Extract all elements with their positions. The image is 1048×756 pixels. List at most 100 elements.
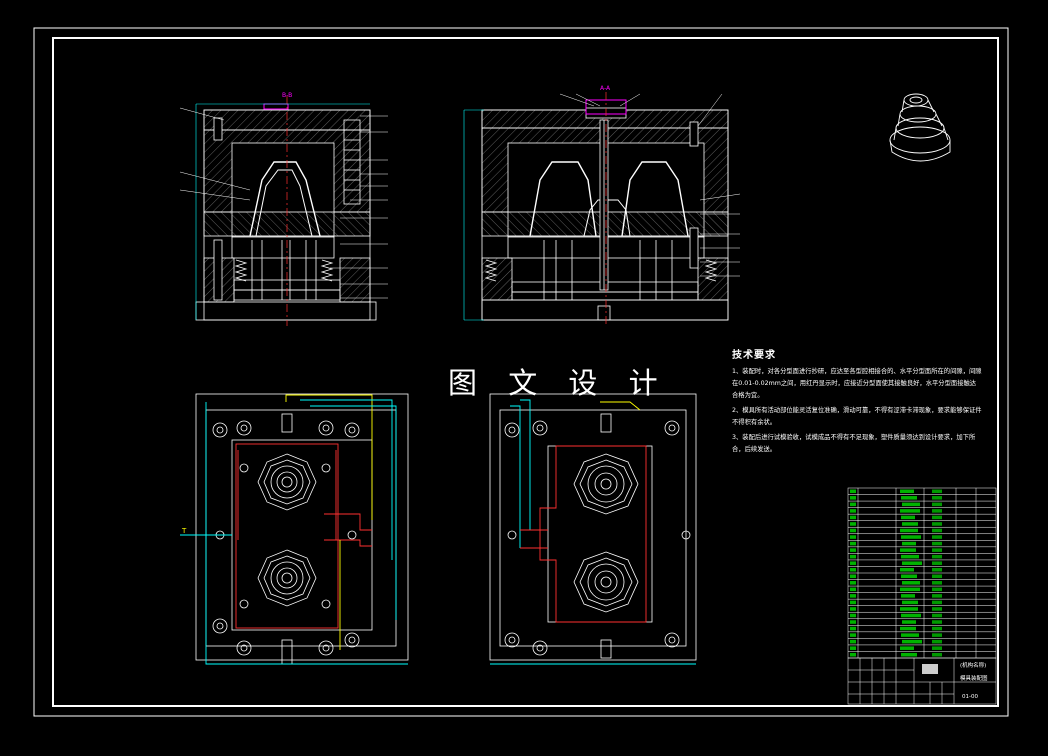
bom-material-cell — [932, 639, 942, 644]
inner-border — [52, 37, 999, 707]
bom-material-cell — [932, 561, 942, 565]
bom-name-cell — [901, 535, 921, 539]
cooling-lines-left — [180, 394, 408, 665]
bom-index-cell — [850, 626, 856, 631]
bom-name-cell — [902, 600, 918, 605]
bom-name-cell — [901, 594, 915, 598]
bom-material-cell — [932, 620, 942, 624]
bom-name-cell — [900, 528, 918, 533]
bom-index-cell — [850, 613, 856, 618]
bom-name-cell — [901, 515, 915, 520]
bom-index-cell — [850, 528, 856, 533]
technical-requirements-title: 技术要求 — [732, 350, 776, 361]
bom-material-cell — [932, 613, 942, 618]
bom-material-cell — [932, 652, 942, 657]
section-view-b-b — [195, 103, 377, 321]
bom-index-cell — [850, 652, 856, 657]
bom-material-cell — [932, 574, 942, 579]
bill-of-materials — [847, 487, 997, 659]
bom-material-cell — [932, 594, 942, 598]
title-block — [847, 657, 997, 705]
bom-index-cell — [850, 554, 856, 559]
bom-name-cell — [900, 626, 916, 631]
bom-material-cell — [932, 567, 942, 572]
bom-index-cell — [850, 541, 856, 546]
bom-index-cell — [850, 600, 856, 605]
bom-material-cell — [932, 541, 942, 546]
technical-requirements: 技术要求 1、装配时，对各分型面进行抄研，应达至各型腔相接合的、水平分型面所在的… — [732, 346, 982, 459]
bom-index-cell — [850, 515, 856, 520]
bom-index-cell — [850, 607, 856, 611]
bom-material-cell — [932, 554, 942, 559]
bom-index-cell — [850, 639, 856, 644]
bom-name-cell — [900, 489, 914, 494]
bom-material-cell — [932, 548, 942, 552]
bom-index-cell — [850, 535, 856, 539]
bom-material-cell — [932, 489, 942, 494]
bom-name-cell — [902, 639, 922, 644]
bom-name-cell — [902, 581, 920, 585]
title-block-drawing-name: 模具装配图 — [960, 674, 988, 682]
bom-name-cell — [902, 522, 918, 526]
technical-requirement-item: 1、装配时，对各分型面进行抄研，应达至各型腔相接合的、水平分型面所在的间隙，间隙… — [732, 368, 982, 399]
bom-material-cell — [932, 502, 942, 507]
bom-material-cell — [932, 509, 942, 513]
bom-material-cell — [932, 535, 942, 539]
technical-requirement-item: 3、装配后进行试模验收，试模成品不得有不足现象，塑件质量须达到设计要求，加下所合… — [732, 434, 976, 453]
outer-border — [33, 27, 1009, 717]
bom-index-cell — [850, 581, 856, 585]
bom-index-cell — [850, 489, 856, 494]
section-view-a-a — [481, 107, 729, 321]
bom-name-cell — [901, 613, 921, 618]
bom-name-cell — [900, 548, 916, 552]
bom-material-cell — [932, 581, 942, 585]
bom-name-cell — [901, 574, 917, 579]
bom-index-cell — [850, 646, 856, 650]
bom-name-cell — [902, 502, 920, 507]
bom-name-cell — [900, 646, 914, 650]
callouts-b — [179, 107, 388, 299]
cooling-lines-right — [490, 399, 696, 665]
bom-index-cell — [850, 567, 856, 572]
bom-name-cell — [901, 652, 917, 657]
bom-index-cell — [850, 620, 856, 624]
callouts-a — [559, 93, 741, 277]
bom-name-cell — [902, 541, 916, 546]
bom-index-cell — [850, 561, 856, 565]
bom-index-cell — [850, 522, 856, 526]
watermark-text: 图 文 设 计 — [448, 366, 669, 400]
technical-requirement-item: 2、模具所有活动部位能灵活复位准确，滑动可靠，不得有涩滞卡滞现象，要求能够保证件… — [732, 407, 982, 426]
bom-material-cell — [932, 587, 942, 592]
bom-index-cell — [850, 587, 856, 592]
bom-index-cell — [850, 594, 856, 598]
plan-view-fixed-half — [489, 393, 697, 661]
bom-index-cell — [850, 502, 856, 507]
bom-material-cell — [932, 626, 942, 631]
bom-material-cell — [932, 496, 942, 500]
bom-material-cell — [932, 528, 942, 533]
plan-marker-t: T — [181, 527, 187, 535]
plan-view-moving-half — [195, 393, 409, 665]
section-label-a: A-A — [600, 85, 611, 92]
bom-material-cell — [932, 646, 942, 650]
section-label-b: B-B — [282, 92, 292, 99]
bom-name-cell — [900, 567, 914, 572]
bom-material-cell — [932, 600, 942, 605]
bom-name-cell — [901, 496, 917, 500]
bom-name-cell — [900, 509, 920, 513]
part-isometric-view — [889, 93, 951, 162]
title-block-drawing-number: 01-00 — [962, 694, 978, 700]
bom-index-cell — [850, 509, 856, 513]
bom-index-cell — [850, 574, 856, 579]
bom-name-cell — [902, 620, 916, 624]
bom-name-cell — [900, 607, 918, 611]
bom-material-cell — [932, 522, 942, 526]
bom-name-cell — [900, 587, 920, 592]
bom-name-cell — [902, 561, 922, 565]
bom-index-cell — [850, 496, 856, 500]
bom-index-cell — [850, 633, 856, 637]
bom-material-cell — [932, 607, 942, 611]
bom-name-cell — [901, 554, 919, 559]
bom-index-cell — [850, 548, 856, 552]
